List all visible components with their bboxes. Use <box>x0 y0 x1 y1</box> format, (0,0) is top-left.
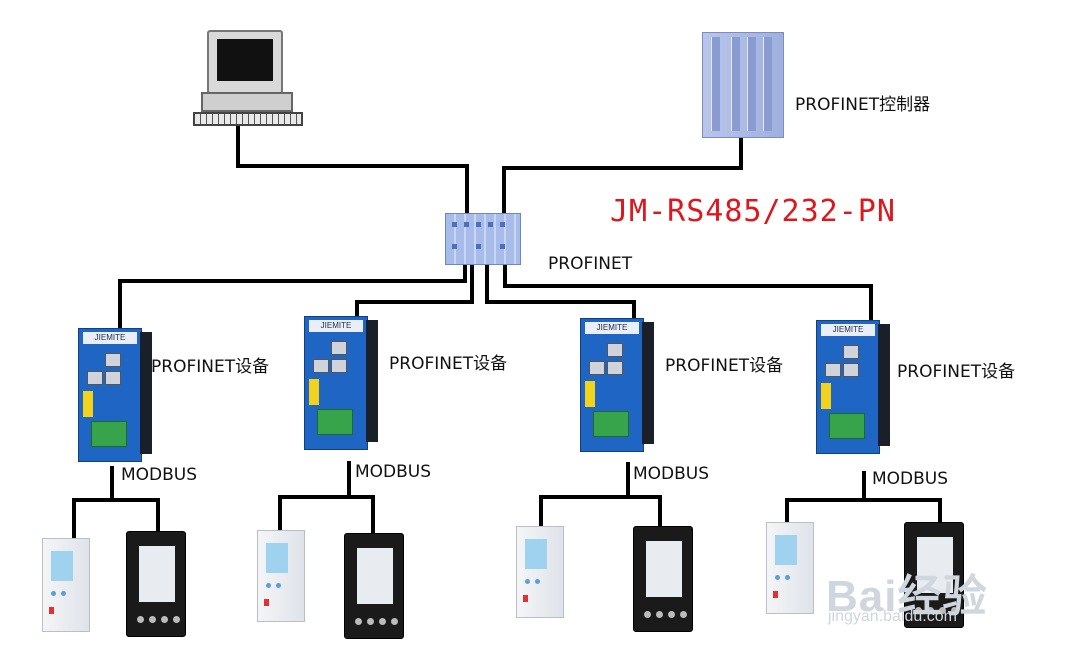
gateway-device-1: JIEMITE <box>78 328 152 462</box>
modbus-label-1: MODBUS <box>121 465 198 485</box>
network-label: PROFINET <box>548 254 633 274</box>
gateway-device-2: JIEMITE <box>304 316 378 450</box>
wire-modbus-4 <box>785 471 866 524</box>
gateway-brand: JIEMITE <box>585 322 639 334</box>
wire-modbus-1 <box>72 466 114 540</box>
gateway-brand: JIEMITE <box>83 332 137 344</box>
power-meter-icon <box>126 531 186 637</box>
modbus-label-4: MODBUS <box>872 469 949 489</box>
wire-modbus-1b <box>112 498 160 532</box>
gateway-label-1: PROFINET设备 <box>151 357 270 377</box>
gateway-brand: JIEMITE <box>309 320 363 332</box>
computer-icon <box>193 30 303 126</box>
gateway-label-2: PROFINET设备 <box>389 354 508 374</box>
wire-modbus-4b <box>864 498 942 526</box>
wire-plc-to-switch <box>502 136 743 213</box>
plc-controller-icon <box>702 32 784 138</box>
power-meter-icon <box>904 522 964 628</box>
protection-relay-icon <box>257 530 305 622</box>
network-switch-icon <box>445 213 521 265</box>
wire-modbus-2b <box>349 495 375 534</box>
wire-switch-to-gateway-4 <box>503 263 873 326</box>
power-meter-icon <box>344 533 404 639</box>
protection-relay-icon <box>42 538 90 632</box>
wire-pc-to-switch <box>236 124 469 213</box>
controller-label: PROFINET控制器 <box>795 95 931 115</box>
watermark-logo: Bai经验 <box>826 572 988 621</box>
wire-modbus-3b <box>628 495 662 527</box>
wire-switch-to-gateway-3 <box>485 263 636 324</box>
protection-relay-icon <box>766 522 814 614</box>
wire-modbus-2 <box>278 461 351 532</box>
protection-relay-icon <box>516 526 564 618</box>
modbus-label-2: MODBUS <box>355 462 432 482</box>
gateway-label-4: PROFINET设备 <box>897 362 1016 382</box>
product-title: JM-RS485/232-PN <box>610 194 896 229</box>
gateway-device-3: JIEMITE <box>580 318 654 452</box>
wire-switch-to-gateway-2 <box>355 263 474 322</box>
gateway-label-3: PROFINET设备 <box>665 356 784 376</box>
wire-switch-to-gateway-1 <box>118 263 467 334</box>
watermark-url: jingyan.baidu.com <box>828 608 957 625</box>
gateway-brand: JIEMITE <box>821 324 875 336</box>
gateway-device-4: JIEMITE <box>816 320 890 454</box>
power-meter-icon <box>633 526 693 632</box>
modbus-label-3: MODBUS <box>633 464 710 484</box>
wire-modbus-3 <box>539 462 630 527</box>
